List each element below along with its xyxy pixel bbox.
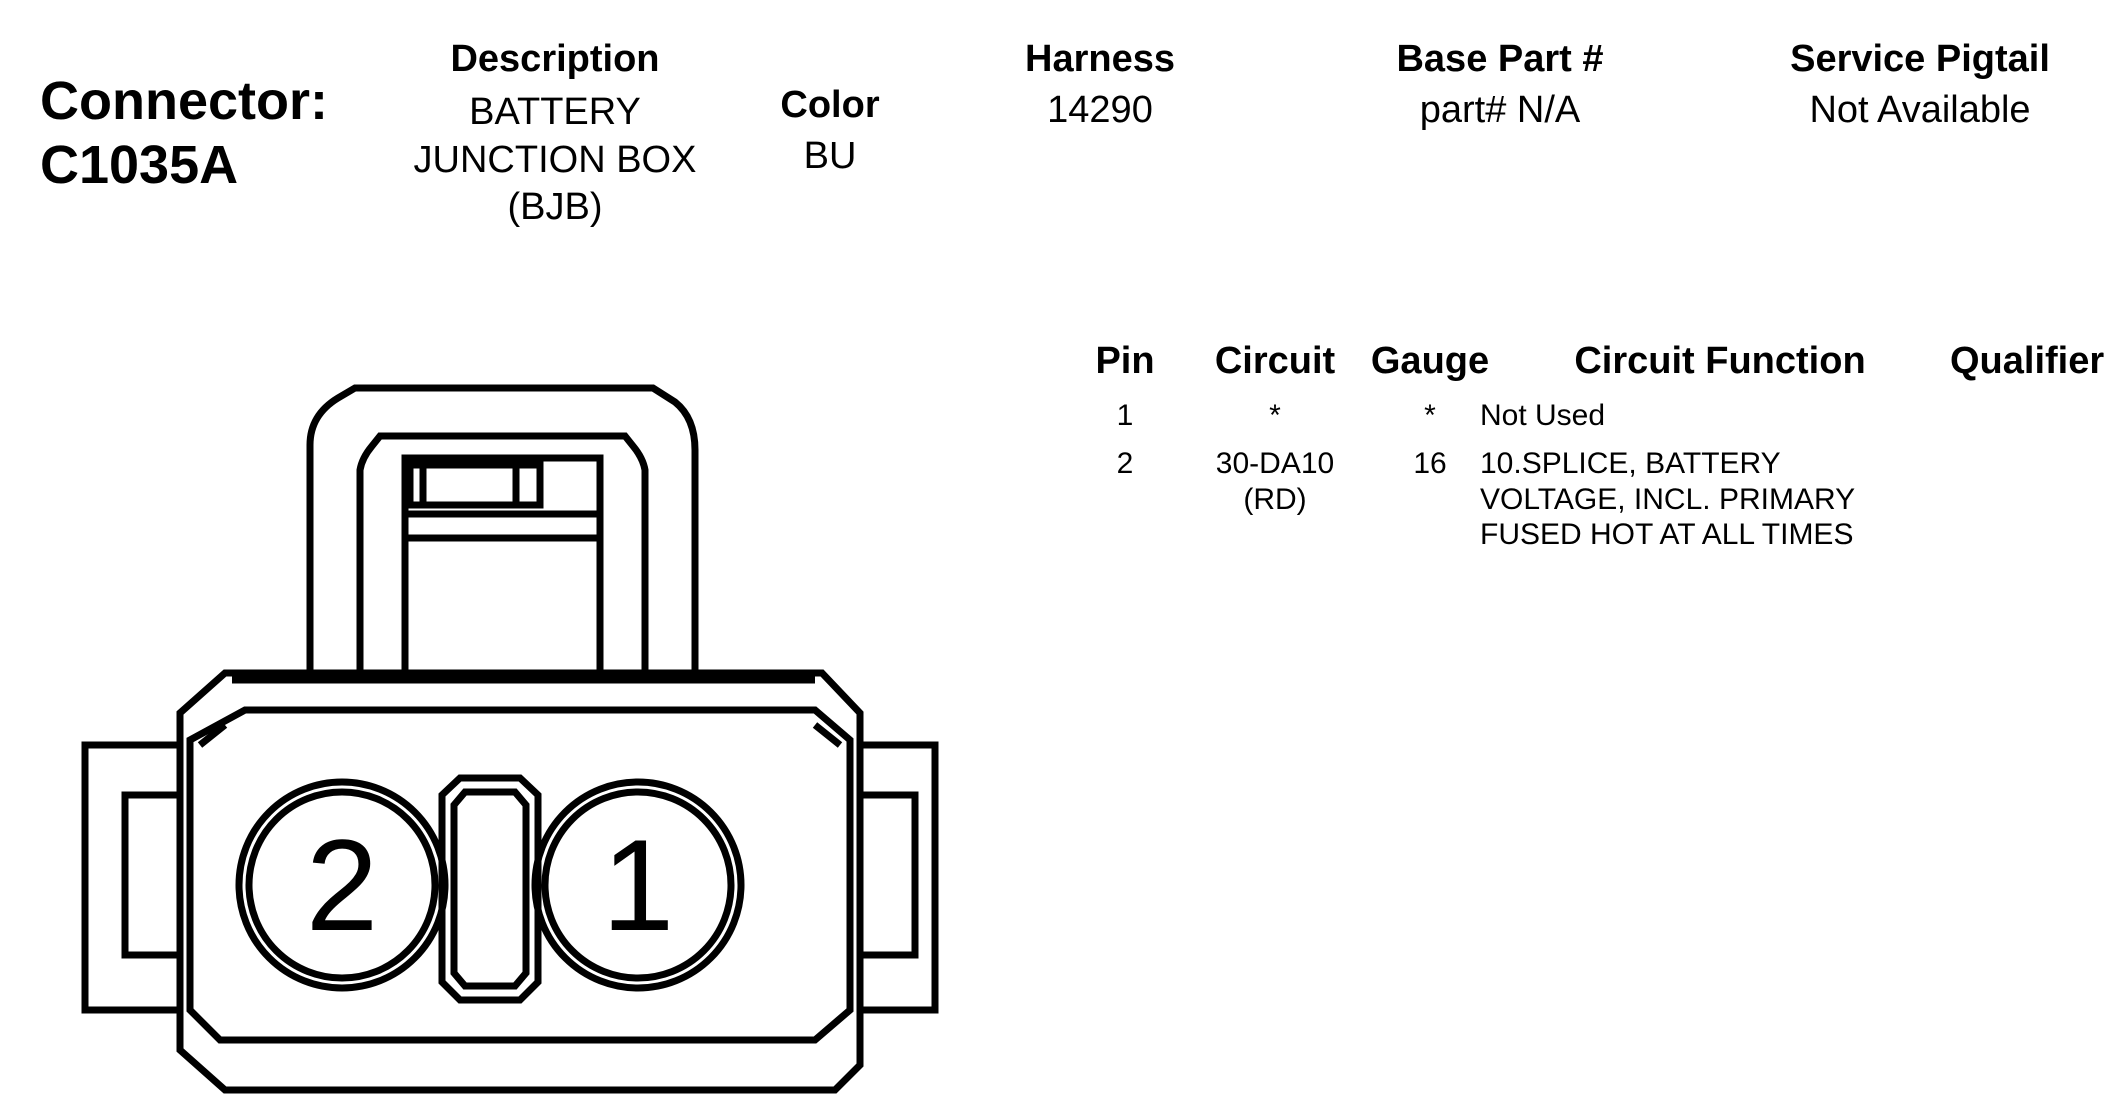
connector-id: C1035A [40,134,239,195]
side-tab-left [81,741,184,1014]
connector-face-drawing: 2 1 [81,384,939,1094]
color-header: Color [780,84,880,126]
cavity-2: 2 [235,778,449,992]
row1-function: Not Used [1480,399,1606,432]
description-line: JUNCTION BOX [413,138,697,181]
pin-header: Pin [1095,340,1155,382]
latch-window [401,454,604,673]
cavity-1: 1 [531,778,745,992]
row2-function: 10.SPLICE, BATTERY VOLTAGE, INCL. PRIMAR… [1480,446,2040,553]
row1-pin: 1 [1116,399,1134,432]
cavity-2-label: 2 [306,812,378,958]
qualifier-header: Qualifier [1950,340,2105,382]
row2-function-line: 10.SPLICE, BATTERY [1480,447,1781,480]
row2-function-line: VOLTAGE, INCL. PRIMARY [1480,482,1856,516]
housing-body [176,669,864,1094]
row1-gauge: * [1424,399,1436,432]
cavity-1-label: 1 [602,812,674,958]
description-header: Description [450,38,660,80]
side-tab-right [856,741,939,1014]
circuit-function-header: Circuit Function [1574,340,1866,382]
description-line: (BJB) [507,186,603,228]
connector-title: Connector: C1035A [40,70,328,197]
row2-circuit-line: (RD) [1243,482,1307,516]
base-part-value: part# N/A [1419,89,1581,131]
connector-label: Connector: [40,71,328,131]
harness-value: 14290 [1047,89,1153,131]
base-part-header: Base Part # [1396,38,1604,80]
description-line: BATTERY [469,91,641,133]
color-value: BU [803,135,857,177]
row2-circuit-line: 30-DA10 [1215,447,1335,480]
service-pigtail-header: Service Pigtail [1790,38,2050,80]
circuit-header: Circuit [1214,340,1336,382]
row2-pin: 2 [1116,447,1134,480]
description-value: BATTERY JUNCTION BOX (BJB) [390,89,720,232]
base-part-column: Base Part # part# N/A [1370,38,1630,132]
gauge-header: Gauge [1370,340,1490,382]
row1-circuit: * [1269,399,1281,432]
color-column: Color BU [740,84,920,178]
description-column: Description BATTERY JUNCTION BOX (BJB) [390,38,720,232]
service-pigtail-column: Service Pigtail Not Available [1740,38,2100,132]
harness-column: Harness 14290 [990,38,1210,132]
row2-gauge: 16 [1413,447,1447,480]
harness-header: Harness [1025,38,1175,80]
center-key [438,774,542,1004]
row2-circuit: 30-DA10 (RD) [1175,446,1375,517]
latch-outer [306,384,699,673]
row2-function-line: FUSED HOT AT ALL TIMES [1480,518,1854,552]
service-pigtail-value: Not Available [1809,89,2031,131]
